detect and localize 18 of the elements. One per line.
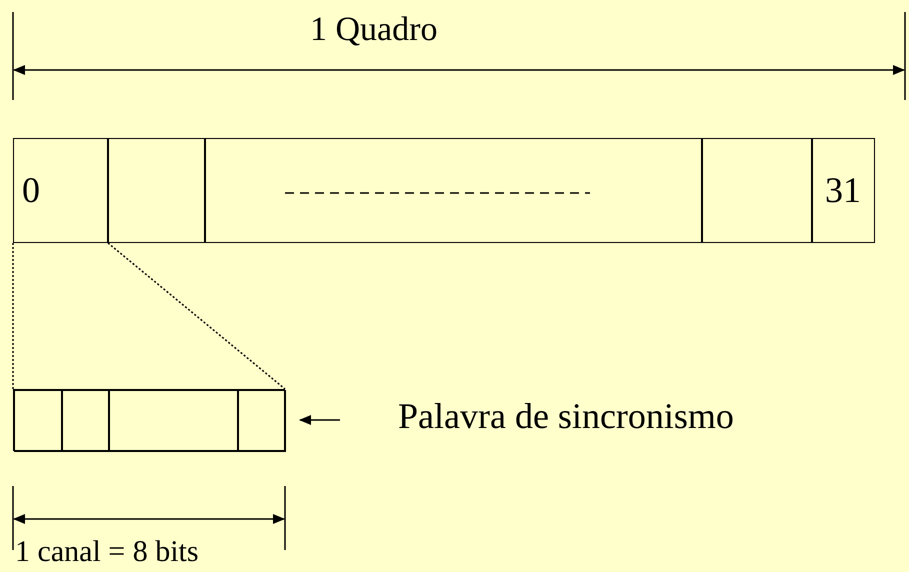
arrow — [299, 415, 340, 425]
time-slot-cell — [108, 138, 205, 243]
time-slot-cell — [702, 138, 812, 243]
bit-cell — [238, 390, 286, 452]
zoom-line — [108, 242, 286, 390]
callout-text: Palavra de sincronismo — [398, 396, 734, 436]
dimension-label: 1 canal = 8 bits — [15, 534, 199, 570]
dimension-label: 1 Quadro — [310, 10, 438, 50]
bit-cell — [62, 390, 109, 452]
slot-number: 31 — [825, 170, 861, 210]
word-box — [13, 389, 285, 451]
slot-number: 0 — [22, 170, 40, 210]
bit-cell — [109, 390, 238, 452]
time-slot-cell — [812, 138, 875, 243]
zoom-line — [12, 243, 14, 389]
time-slot-cell — [205, 138, 702, 243]
time-slot-cell — [13, 138, 108, 243]
bit-cell — [14, 390, 62, 452]
